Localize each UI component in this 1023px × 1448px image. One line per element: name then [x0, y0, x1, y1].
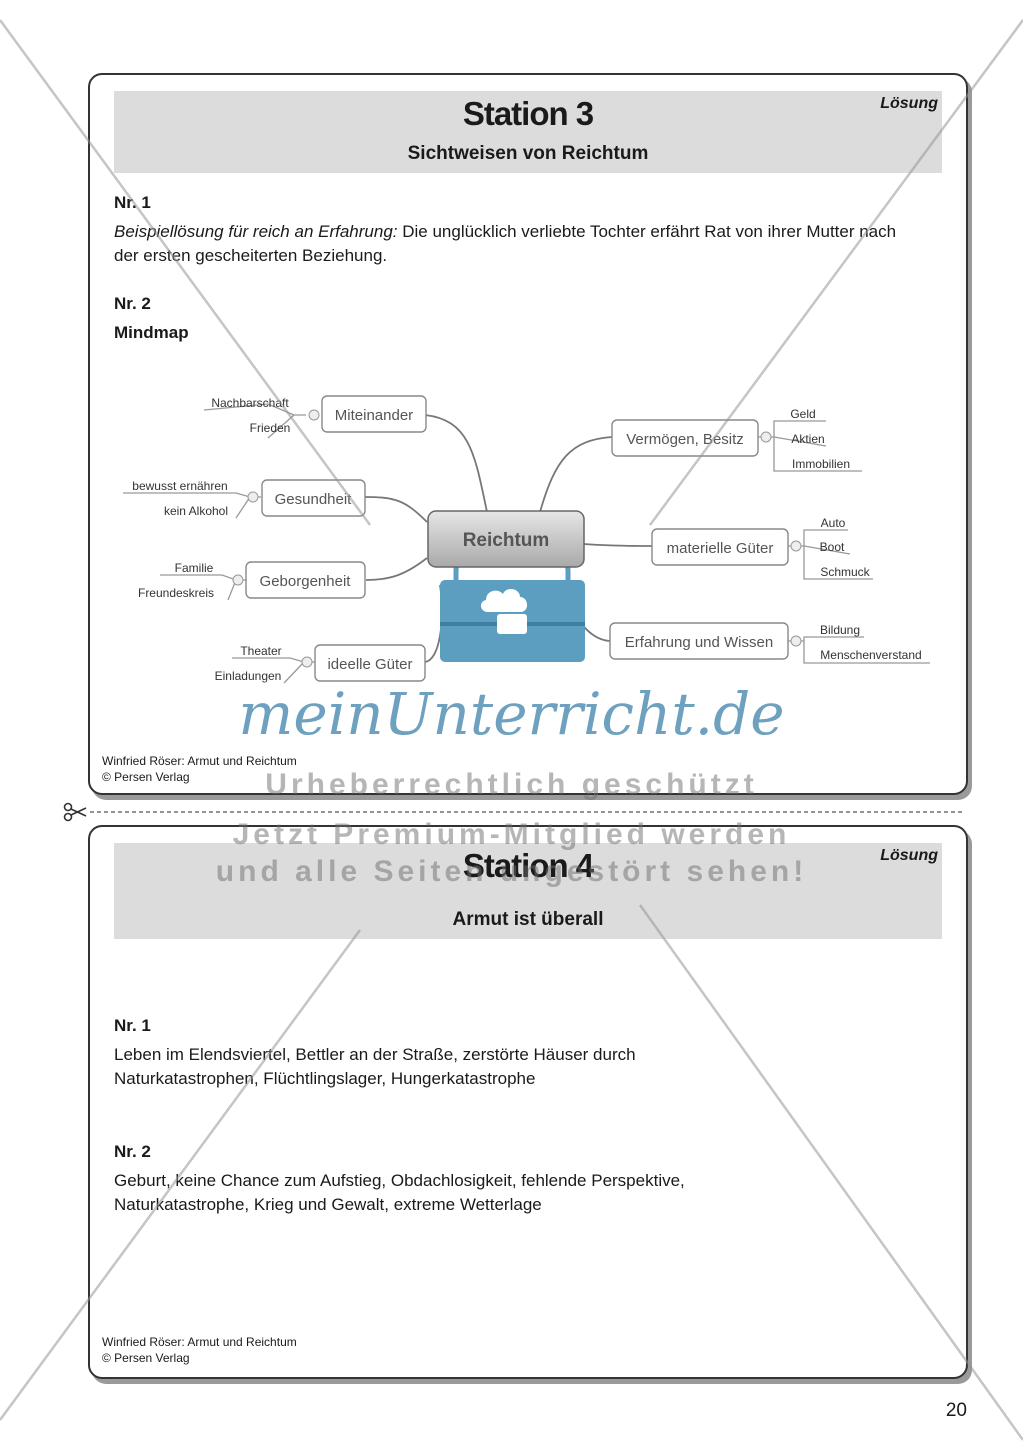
branch-label-erfahrung-und-wissen: Erfahrung und Wissen — [625, 634, 773, 651]
leaf-auto: Auto — [821, 516, 846, 530]
station-4-footer: Winfried Röser: Armut und Reichtum © Per… — [102, 1334, 297, 1366]
leaf-kein-alkohol: kein Alkohol — [164, 504, 228, 518]
branch-label-geborgenheit: Geborgenheit — [260, 573, 352, 590]
page-number: 20 — [945, 1400, 967, 1421]
leaf-geld: Geld — [790, 407, 815, 421]
branch-label-gesundheit: Gesundheit — [275, 491, 353, 508]
leaf-theater: Theater — [240, 644, 281, 658]
mindmap-center-label: Reichtum — [463, 530, 550, 551]
branch-node-erfahrung-und-wissen — [609, 622, 789, 660]
station-4-title: Station 4 — [462, 847, 594, 884]
station-4-nr2-text: Geburt, keine Chance zum Aufstieg, Obdac… — [114, 1171, 685, 1214]
leaf-bewusst-ernaehren: bewusst ernähren — [132, 479, 227, 493]
leaf-immobilien: Immobilien — [792, 457, 850, 471]
station-4-nr1-label: Nr. 1 — [114, 1016, 151, 1035]
schoolbag-icon — [440, 559, 585, 662]
watermark-premium: Jetzt Premium-Mitglied werden — [232, 818, 791, 851]
leaf-einladungen: Einladungen — [215, 669, 282, 683]
scissors-icon — [63, 802, 87, 822]
watermark-logo: meinUnterricht.de — [238, 680, 785, 748]
station-3-subtitle: Sichtweisen von Reichtum — [407, 143, 649, 164]
branch-node-materielle-gueter — [651, 528, 789, 566]
station-3-footer: Winfried Röser: Armut und Reichtum © Per… — [102, 753, 297, 785]
station-4-loesung-label: Lösung — [880, 847, 938, 864]
station-4-nr2-label: Nr. 2 — [114, 1142, 151, 1161]
station-4-subtitle: Armut ist überall — [452, 909, 604, 930]
watermark-copyright: Urheberrechtlich geschützt — [265, 768, 758, 801]
branch-label-miteinander: Miteinander — [335, 407, 413, 424]
station-4-footer-author: Winfried Röser: Armut und Reichtum — [102, 1335, 297, 1349]
mindmap-center-node: Reichtum — [427, 510, 585, 568]
station-4-nr1-text: Leben im Elendsviertel, Bettler an der S… — [114, 1045, 636, 1088]
leaf-aktien: Aktien — [791, 432, 824, 446]
cut-line — [63, 802, 963, 822]
leaf-nachbarschaft: Nachbarschaft — [211, 396, 289, 410]
leaf-menschenverstand: Menschenverstand — [820, 648, 921, 662]
leaf-bildung: Bildung — [820, 623, 860, 637]
branch-label-materielle-gueter: materielle Güter — [667, 540, 774, 557]
branch-node-geborgenheit — [245, 561, 366, 599]
station-4-card: Station 4 Armut ist überall Lösung Nr. 1… — [88, 825, 968, 1379]
branch-label-ideelle-gueter: ideelle Güter — [327, 656, 412, 673]
watermark-see-pages: und alle Seiten ungestört sehen! — [215, 855, 808, 888]
branch-label-vermoegen-besitz: Vermögen, Besitz — [626, 431, 744, 448]
branch-node-ideelle-gueter — [314, 644, 426, 682]
station-3-title: Station 3 — [462, 95, 594, 132]
station-3-footer-author: Winfried Röser: Armut und Reichtum — [102, 754, 297, 768]
leaf-freundeskreis: Freundeskreis — [138, 586, 214, 600]
station-3-footer-publisher: © Persen Verlag — [102, 770, 190, 784]
station-4-footer-publisher: © Persen Verlag — [102, 1351, 190, 1365]
leaf-boot: Boot — [820, 540, 845, 554]
leaf-frieden: Frieden — [250, 421, 291, 435]
leaf-schmuck: Schmuck — [820, 565, 870, 579]
cloud-icon — [480, 588, 528, 612]
leaf-familie: Familie — [175, 561, 214, 575]
